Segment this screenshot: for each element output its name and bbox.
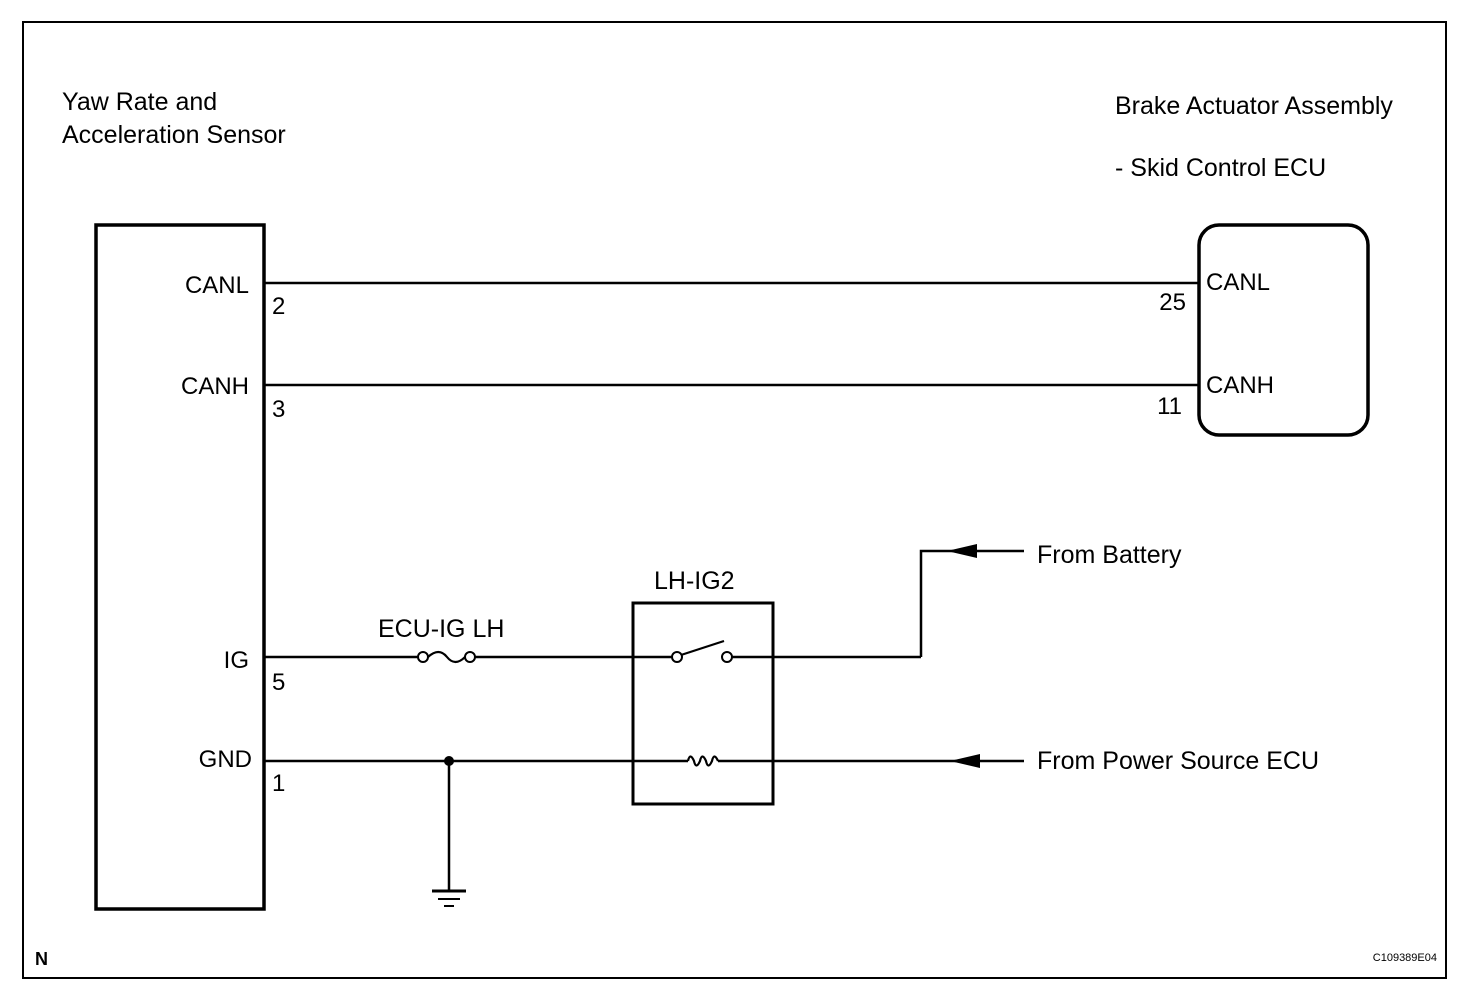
- sensor-box: [94, 223, 266, 911]
- ecu-pin-canl-number: 25: [1159, 289, 1186, 316]
- relay-switch-contacts: [671, 639, 733, 663]
- sensor-pin-canl-number: 2: [272, 293, 285, 320]
- corner-letter: N: [35, 949, 48, 969]
- diagram-frame: [22, 21, 1447, 979]
- sensor-title-line2: Acceleration Sensor: [62, 121, 286, 149]
- ecu-title-line2: - Skid Control ECU: [1115, 154, 1326, 182]
- sensor-pin-canl-label: CANL: [185, 272, 249, 299]
- fuse-symbol: [417, 650, 476, 664]
- fuse-label: ECU-IG LH: [378, 615, 504, 643]
- sensor-pin-gnd-label: GND: [199, 746, 252, 773]
- battery-arrow: [947, 544, 977, 558]
- sensor-pin-ig-number: 5: [272, 669, 285, 696]
- ecu-pin-canl-label: CANL: [1206, 269, 1270, 296]
- sensor-pin-canh-label: CANH: [181, 373, 249, 400]
- figure-code: C109389E04: [1373, 952, 1437, 964]
- ecu-box: [1197, 223, 1370, 437]
- ecu-pin-canh-label: CANH: [1206, 372, 1274, 399]
- relay-coil: [686, 755, 720, 767]
- sensor-pin-ig-label: IG: [224, 647, 249, 674]
- ground-symbol: [432, 889, 466, 907]
- battery-wire-riser: [919, 549, 1024, 657]
- from-power-source-label: From Power Source ECU: [1037, 747, 1319, 775]
- power-source-arrow: [950, 754, 980, 768]
- relay-label: LH-IG2: [654, 567, 735, 595]
- sensor-pin-gnd-number: 1: [272, 770, 285, 797]
- sensor-pin-canh-number: 3: [272, 396, 285, 423]
- relay-box: [631, 601, 775, 806]
- ecu-title-line1: Brake Actuator Assembly: [1115, 92, 1393, 120]
- ecu-pin-canh-number: 11: [1157, 393, 1182, 420]
- from-battery-label: From Battery: [1037, 541, 1182, 569]
- sensor-title-line1: Yaw Rate and: [62, 88, 217, 116]
